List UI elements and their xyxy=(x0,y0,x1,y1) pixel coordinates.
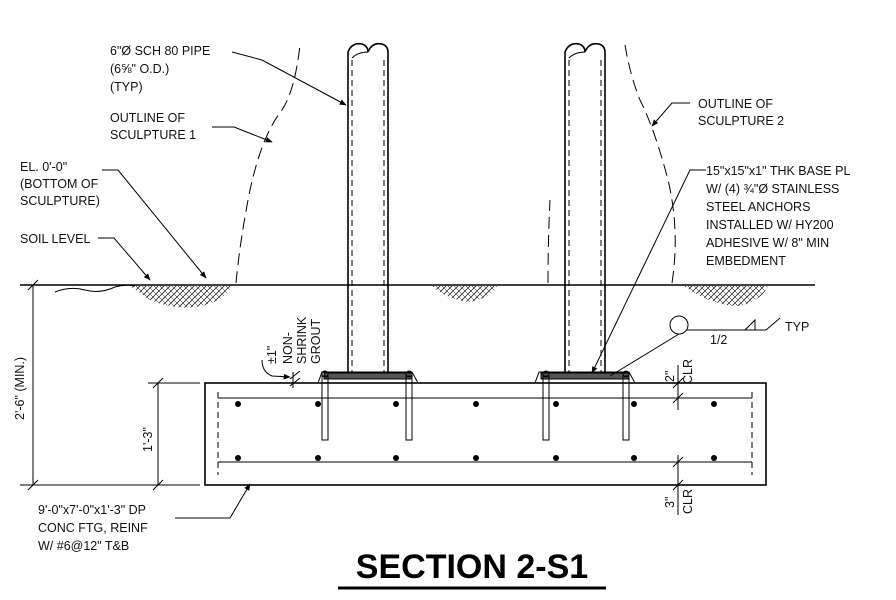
label-pipe-line3: (TYP) xyxy=(110,80,143,94)
dim-footing-depth xyxy=(148,377,200,491)
label-baseplate-line2: W/ (4) ¾"Ø STAINLESS xyxy=(706,182,839,196)
label-baseplate-line5: ADHESIVE W/ 8" MIN xyxy=(706,236,829,250)
label-outline2-line2: SCULPTURE 2 xyxy=(698,114,784,128)
label-grout-thickness: ±1" xyxy=(265,346,279,364)
label-clr-bottom: CLR xyxy=(681,489,695,514)
concrete-footing xyxy=(204,382,767,486)
label-clr-bottom-dim: 3" xyxy=(663,497,677,508)
sculpture-1-outline xyxy=(235,44,301,284)
label-outline1-line1: OUTLINE OF xyxy=(110,111,185,125)
label-footing-line1: 9'-0"x7'-0"x1'-3" DP xyxy=(38,503,146,517)
label-elevation-line3: SCULPTURE) xyxy=(20,194,100,208)
rebar-top xyxy=(235,401,717,407)
pipe-1 xyxy=(347,42,389,373)
dim-grout xyxy=(289,370,301,388)
label-outline2-line1: OUTLINE OF xyxy=(698,97,773,111)
label-soil-level: SOIL LEVEL xyxy=(20,232,90,246)
leaders xyxy=(98,51,706,519)
label-baseplate-line6: EMBEDMENT xyxy=(706,254,786,268)
label-min-depth: 2'-6" (MIN.) xyxy=(13,357,27,420)
label-footing-line2: CONC FTG, REINF xyxy=(38,521,148,535)
section-title: SECTION 2-S1 xyxy=(356,548,588,586)
rebar-bottom xyxy=(235,455,717,461)
label-footing-line3: W/ #6@12" T&B xyxy=(38,539,129,553)
weld-symbol xyxy=(609,315,781,377)
dim-clr-bottom xyxy=(672,455,684,515)
base-plate-1 xyxy=(317,370,419,441)
base-plate-2 xyxy=(534,370,636,441)
label-footing-depth: 1'-3" xyxy=(141,427,155,452)
sculpture-2-outline xyxy=(624,44,676,284)
label-grout-line3: GROUT xyxy=(309,319,323,365)
label-clr-top: CLR xyxy=(681,359,695,384)
label-weld-typ: TYP xyxy=(785,320,809,334)
label-weld-size: 1/2 xyxy=(710,333,727,347)
pipe-2 xyxy=(564,42,606,373)
sculpture-1-outline-right xyxy=(547,199,551,284)
dim-min-depth xyxy=(20,279,200,491)
label-baseplate-line1: 15"x15"x1" THK BASE PL xyxy=(706,164,850,178)
soil-break xyxy=(54,284,136,293)
label-grout-line2: SHRINK xyxy=(295,316,309,364)
label-clr-top-dim: 2" xyxy=(663,371,677,382)
label-baseplate-line4: INSTALLED W/ HY200 xyxy=(706,218,834,232)
label-outline1-line2: SCULPTURE 1 xyxy=(110,128,196,142)
label-elevation-line1: EL. 0'-0" xyxy=(20,160,67,174)
soil-hatch-2 xyxy=(432,286,498,302)
dim-clr-top xyxy=(672,365,684,410)
soil-hatch-1 xyxy=(130,286,232,308)
label-elevation-line2: (BOTTOM OF xyxy=(20,177,99,191)
label-pipe-line1: 6"Ø SCH 80 PIPE xyxy=(110,44,210,58)
label-grout-line1: NON- xyxy=(281,332,295,364)
label-pipe-line2: (6⅝" O.D.) xyxy=(110,62,169,76)
label-baseplate-line3: STEEL ANCHORS xyxy=(706,200,810,214)
soil-hatch-3 xyxy=(684,286,768,306)
